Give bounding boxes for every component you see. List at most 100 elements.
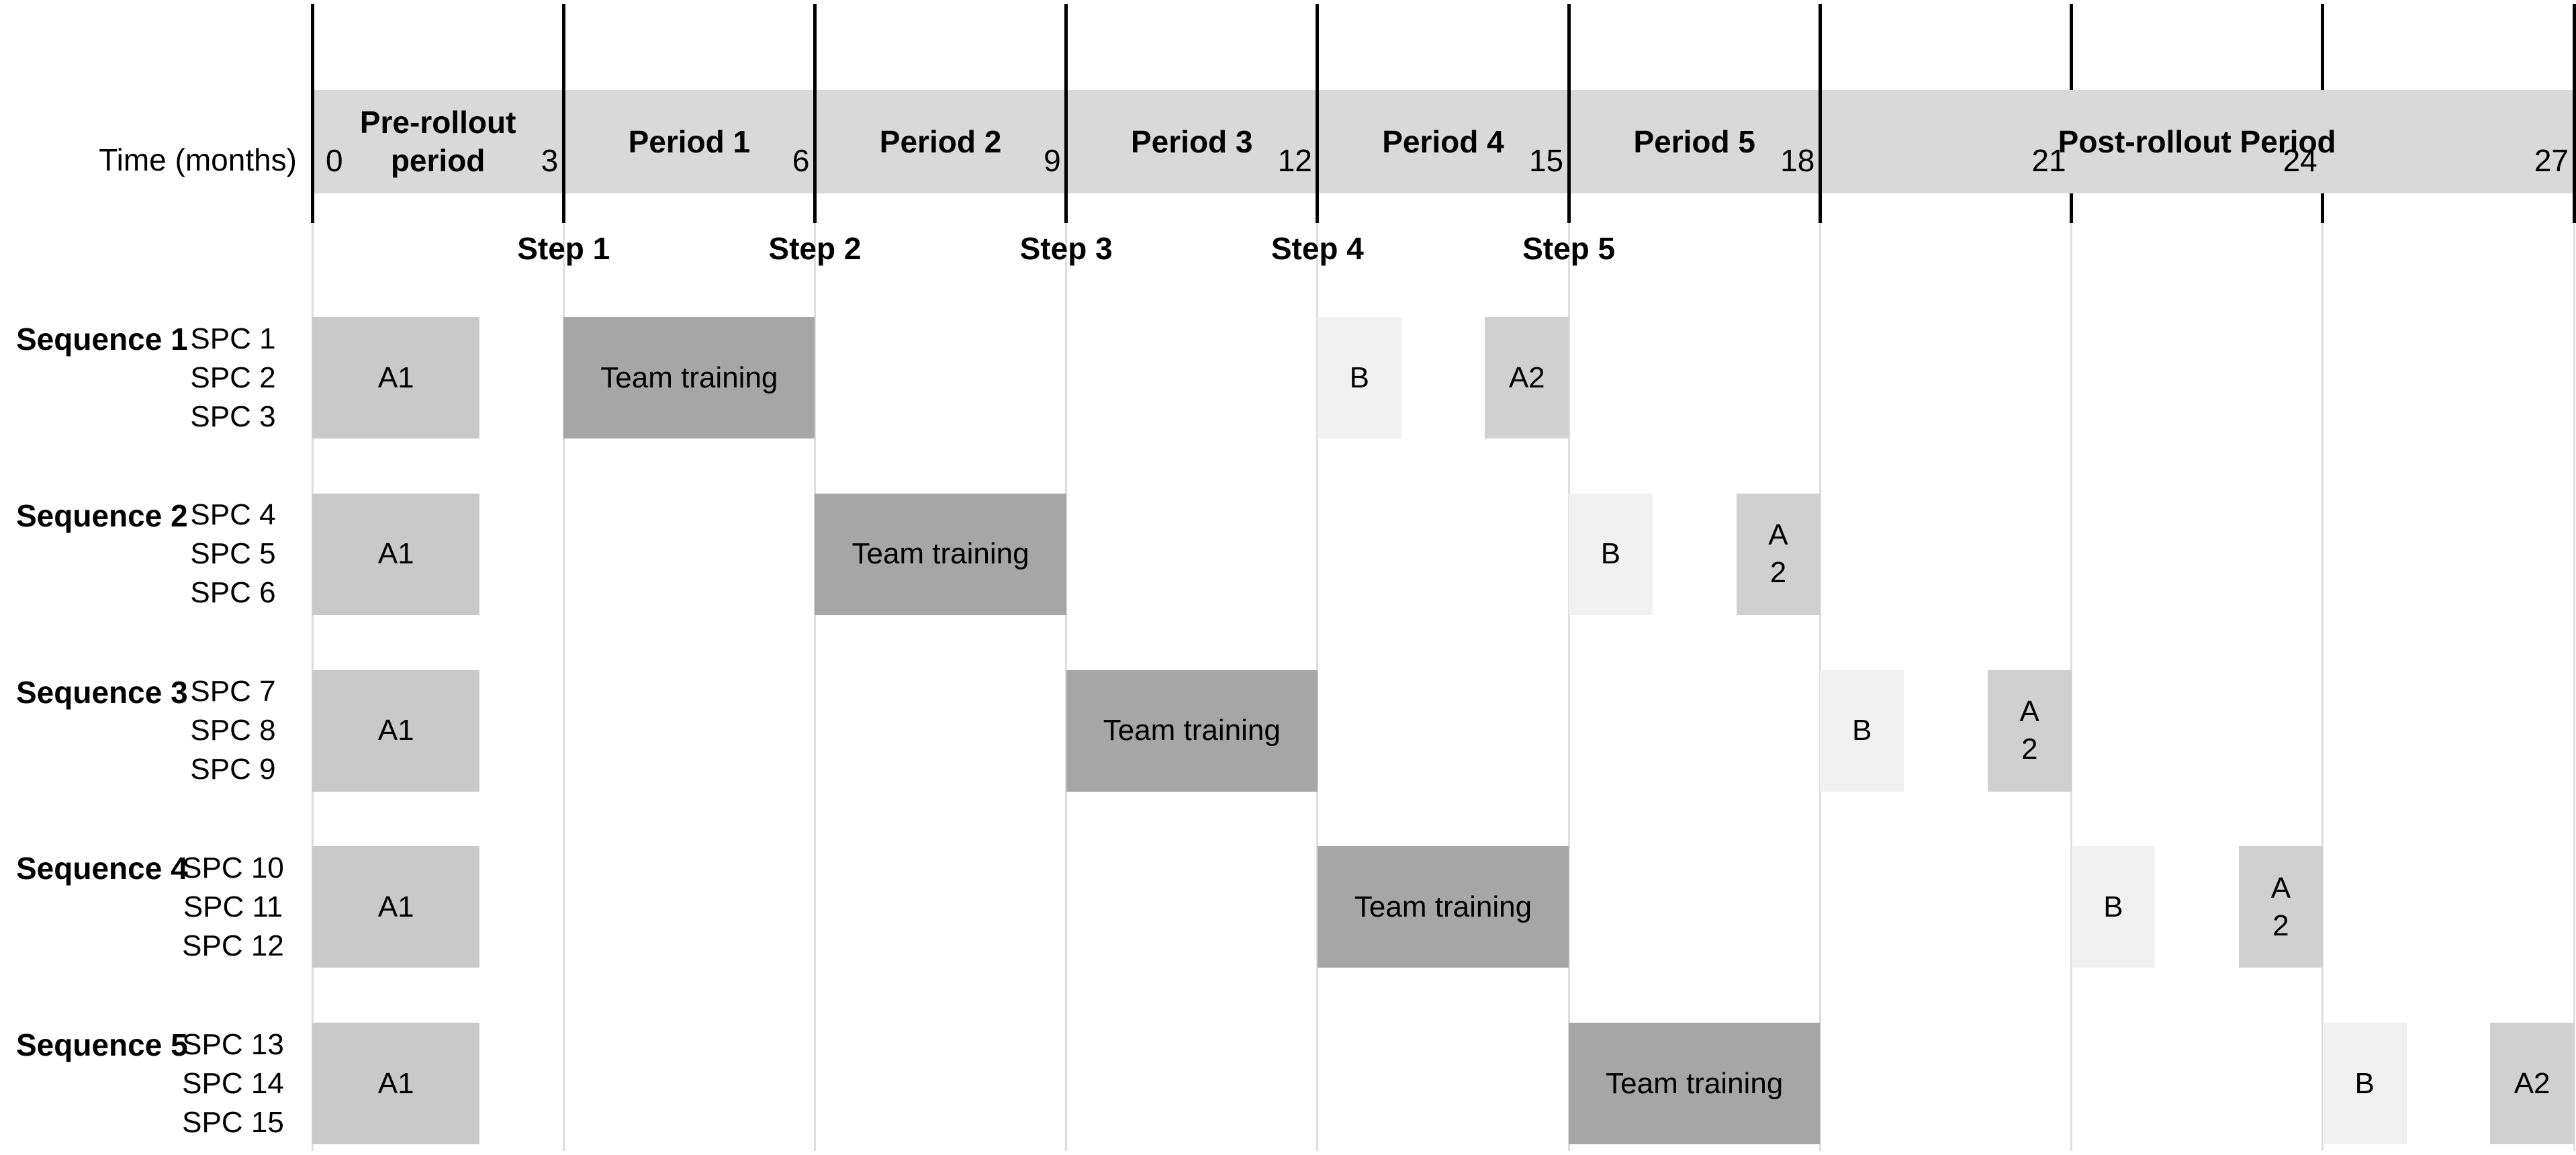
block-label-line: A2 (1508, 361, 1545, 394)
block-label-line: A (2270, 871, 2291, 905)
time-tick-value: 18 (1780, 143, 1815, 178)
month-gridline (1065, 4, 1068, 1151)
block-label-line: B (1349, 361, 1369, 394)
period-header-band (312, 90, 2574, 193)
block-label-line: A1 (377, 714, 414, 747)
step-label: Step 1 (517, 231, 610, 266)
sequence-label: Sequence 5 (16, 1027, 188, 1062)
spc-label: SPC 5 (190, 537, 276, 571)
block-label-line: 2 (1769, 556, 1787, 590)
time-tick-value: 12 (1277, 143, 1312, 178)
month-tick-line (1064, 4, 1068, 223)
block-b: B (1820, 669, 1904, 792)
time-tick-value: 9 (1044, 143, 1061, 178)
block-label-line: A2 (2514, 1066, 2550, 1100)
period-cell: Period 4 (1382, 124, 1504, 159)
spc-label: SPC 2 (190, 361, 276, 394)
month-tick-line (1818, 4, 1822, 223)
period-cell: Post-rollout Period (2058, 124, 2336, 159)
block-b: B (2071, 846, 2156, 968)
month-tick-line (1316, 4, 1320, 223)
month-tick-line (561, 4, 565, 223)
spc-label: SPC 8 (190, 714, 276, 747)
time-tick-value: 15 (1528, 143, 1564, 178)
block-label-line: B (2103, 890, 2123, 923)
block-label-line: A1 (377, 1066, 414, 1100)
block-label-line: A1 (377, 537, 414, 571)
block-training: Team training (1317, 846, 1569, 968)
spc-label: SPC 11 (183, 890, 283, 923)
month-tick-line (2321, 4, 2325, 90)
time-tick-value: 21 (2031, 143, 2066, 178)
period-cell: Period 3 (1131, 124, 1253, 159)
spc-label: SPC 1 (190, 322, 276, 355)
block-a1: A1 (312, 317, 480, 438)
block-label-line: A (2019, 695, 2039, 728)
step-label: Step 4 (1271, 231, 1364, 266)
spc-label: SPC 13 (182, 1027, 284, 1061)
block-label-line: 2 (2021, 733, 2038, 766)
month-tick-line (310, 4, 314, 223)
block-label-line: B (1852, 714, 1872, 747)
sequence-label: Sequence 1 (16, 322, 188, 357)
month-tick-line (2321, 193, 2325, 223)
sequence-label: Sequence 2 (16, 498, 188, 533)
block-label-line: A1 (377, 890, 414, 923)
spc-label-column: SPC 4 SPC 5 SPC 6 (152, 494, 314, 615)
spc-label: SPC 4 (190, 498, 276, 532)
block-label-line: Team training (1354, 890, 1532, 923)
block-b: B (1317, 317, 1401, 438)
month-gridline (562, 4, 565, 1151)
step-label: Step 3 (1019, 231, 1113, 266)
time-tick-value: 27 (2534, 143, 2569, 178)
spc-label: SPC 3 (190, 400, 276, 433)
block-label-line: A1 (377, 361, 414, 394)
spc-label: SPC 10 (182, 851, 284, 884)
month-gridline (1316, 4, 1319, 1151)
time-tick-value: 24 (2283, 143, 2317, 178)
block-b: B (2322, 1023, 2407, 1144)
step-label: Step 5 (1522, 231, 1616, 266)
period-cell: Period 2 (879, 124, 1002, 159)
block-a1: A1 (312, 493, 480, 615)
time-tick-value: 6 (792, 143, 810, 178)
month-gridline (2573, 4, 2575, 1151)
block-a1: A1 (312, 669, 480, 792)
month-gridline (1819, 4, 1821, 1151)
period-cell: Period 1 (628, 124, 751, 159)
sequence-label: Sequence 3 (16, 674, 188, 710)
block-a2: A2 (1485, 317, 1569, 438)
spc-label: SPC 12 (182, 929, 284, 962)
block-training: Team training (563, 317, 815, 438)
block-label-line: Team training (852, 537, 1029, 571)
block-label-line: B (1600, 537, 1621, 571)
block-label-line: A (1768, 518, 1788, 552)
month-gridline (2321, 4, 2324, 1151)
spc-label: SPC 7 (190, 675, 276, 708)
time-axis-label: Time (months) (99, 142, 297, 177)
month-tick-line (2572, 4, 2576, 223)
period-cell: Period 5 (1633, 124, 1755, 159)
spc-label: SPC 6 (190, 576, 276, 610)
month-gridline (2070, 4, 2073, 1151)
spc-label-column: SPC 10 SPC 11 SPC 12 (152, 846, 314, 968)
block-label-line: B (2354, 1066, 2375, 1100)
block-a1: A1 (312, 846, 480, 968)
time-tick-value: 3 (541, 143, 559, 178)
block-b: B (1569, 493, 1653, 615)
block-training: Team training (1569, 1023, 1821, 1144)
month-tick-line (813, 4, 817, 223)
time-tick-value: 0 (326, 143, 343, 178)
month-tick-line (1567, 4, 1571, 223)
block-label-line: Team training (1606, 1066, 1784, 1100)
month-tick-line (2070, 193, 2074, 223)
block-label-line: Team training (600, 361, 778, 394)
